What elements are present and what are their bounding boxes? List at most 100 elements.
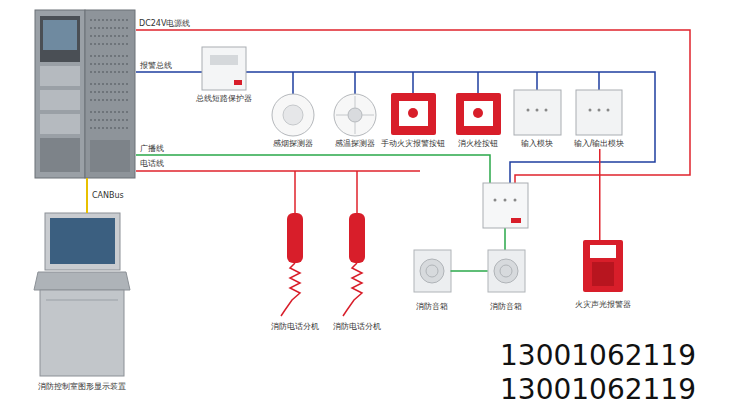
watermark: 13001062119 (500, 374, 696, 406)
device-label: 消防控制室图形显示装置 (34, 382, 130, 392)
drawing-part (272, 94, 314, 136)
wire-label: DC24V电源线 (139, 19, 190, 29)
drawing-part (40, 114, 80, 134)
watermark: 13001062119 (500, 340, 696, 372)
drawing-part (90, 92, 130, 93)
drawing-part (590, 245, 616, 258)
drawing-part (35, 10, 85, 178)
device-label: 手动火灾报警按钮 (379, 139, 447, 149)
drawing-part (426, 265, 438, 277)
drawing-part (234, 80, 242, 85)
device-label: 消防电话分机 (331, 322, 383, 332)
drawing-part (90, 20, 130, 21)
device-label: 输入/输出模块 (572, 139, 627, 149)
drawing-part (90, 64, 130, 65)
drawing-part (545, 109, 548, 112)
device-node: 手动火灾报警按钮 (379, 93, 447, 149)
phone-icon (281, 213, 365, 316)
drawing-part (514, 199, 517, 202)
drawing-part (46, 300, 118, 301)
drawing-part (90, 28, 130, 29)
drawing-part (50, 218, 115, 264)
drawing-part (414, 250, 451, 292)
drawing-part (90, 84, 130, 85)
drawing-part (488, 250, 525, 292)
drawing-part (473, 108, 483, 118)
broadcast-wire (136, 155, 505, 250)
drawing-part (494, 259, 518, 283)
drawing-part (592, 262, 614, 286)
drawing-part (607, 109, 610, 112)
device-node: 输入/输出模块 (572, 90, 627, 149)
drawing-part (90, 112, 130, 113)
device-node: 消防音箱 (488, 250, 525, 312)
heat-detector-icon (334, 94, 376, 136)
input-module-icon (514, 90, 561, 135)
drawing-part (40, 290, 124, 376)
device-label: 输入模块 (514, 139, 561, 149)
drawing-part (90, 128, 130, 129)
broadcast-module-icon (483, 183, 528, 228)
device-label: 感烟探测器 (271, 139, 315, 149)
device-label: 消防电话分机 (269, 322, 321, 332)
device-node: 消防控制室图形显示装置 (34, 213, 130, 392)
drawing-part (40, 90, 80, 110)
short-circuit-protector-icon (202, 47, 246, 90)
drawing-part (589, 109, 592, 112)
drawing-part (536, 109, 539, 112)
drawing-part (281, 263, 300, 316)
bus-wires (87, 30, 690, 250)
manual-alarm-button-icon (391, 93, 436, 135)
device-label: 消防音箱 (488, 302, 525, 312)
drawing-part (90, 72, 130, 73)
drawing-part (210, 55, 238, 65)
drawing-part (500, 265, 512, 277)
device-node: 感温探测器 (333, 94, 377, 149)
device-label: 火灾声光报警器 (573, 300, 633, 310)
wire-label: 报警总线 (140, 61, 172, 71)
sounder-strobe-icon (583, 240, 623, 292)
drawing-part (504, 199, 507, 202)
drawing-part (598, 109, 601, 112)
phone-wire (136, 171, 420, 213)
device-node: 消防电话分机 (269, 213, 321, 332)
drawing-part (456, 93, 501, 135)
drawing-part (511, 218, 521, 223)
speaker-icon (414, 250, 525, 292)
drawing-part (494, 199, 497, 202)
drawing-part (90, 56, 130, 57)
drawing-part (90, 120, 130, 121)
device-label: 总线短路保护器 (194, 94, 254, 104)
device-node: 消火栓按钮 (456, 93, 501, 149)
drawing-part (85, 10, 135, 178)
drawing-part (349, 213, 365, 263)
drawing-part (202, 47, 246, 90)
drawing-part (90, 44, 130, 45)
drawing-part (583, 240, 623, 292)
drawing-part (40, 16, 80, 62)
drawing-part (90, 36, 130, 37)
drawing-part (399, 101, 428, 126)
device-node: 总线短路保护器 (194, 47, 254, 104)
drawing-part (90, 140, 130, 172)
drawing-part (348, 108, 362, 122)
drawing-part (514, 90, 561, 135)
drawing-part (40, 138, 80, 172)
wire-label: 电话线 (140, 159, 164, 169)
drawing-part (90, 100, 130, 101)
drawing-part (283, 105, 303, 125)
io-module-icon (576, 90, 622, 135)
device-node: 消防音箱 (414, 250, 451, 312)
drawing-part (391, 93, 436, 135)
drawing-part (287, 213, 303, 263)
drawing-part (40, 66, 80, 86)
drawing-part (45, 213, 120, 270)
device-node: 输入模块 (514, 90, 561, 149)
drawing-part (34, 272, 130, 290)
device-node: 消防电话分机 (331, 213, 383, 332)
controller-cabinet (35, 10, 135, 178)
drawing-part (43, 20, 77, 50)
device-label: 消防音箱 (414, 302, 451, 312)
wire-label: CANBus (92, 191, 124, 201)
